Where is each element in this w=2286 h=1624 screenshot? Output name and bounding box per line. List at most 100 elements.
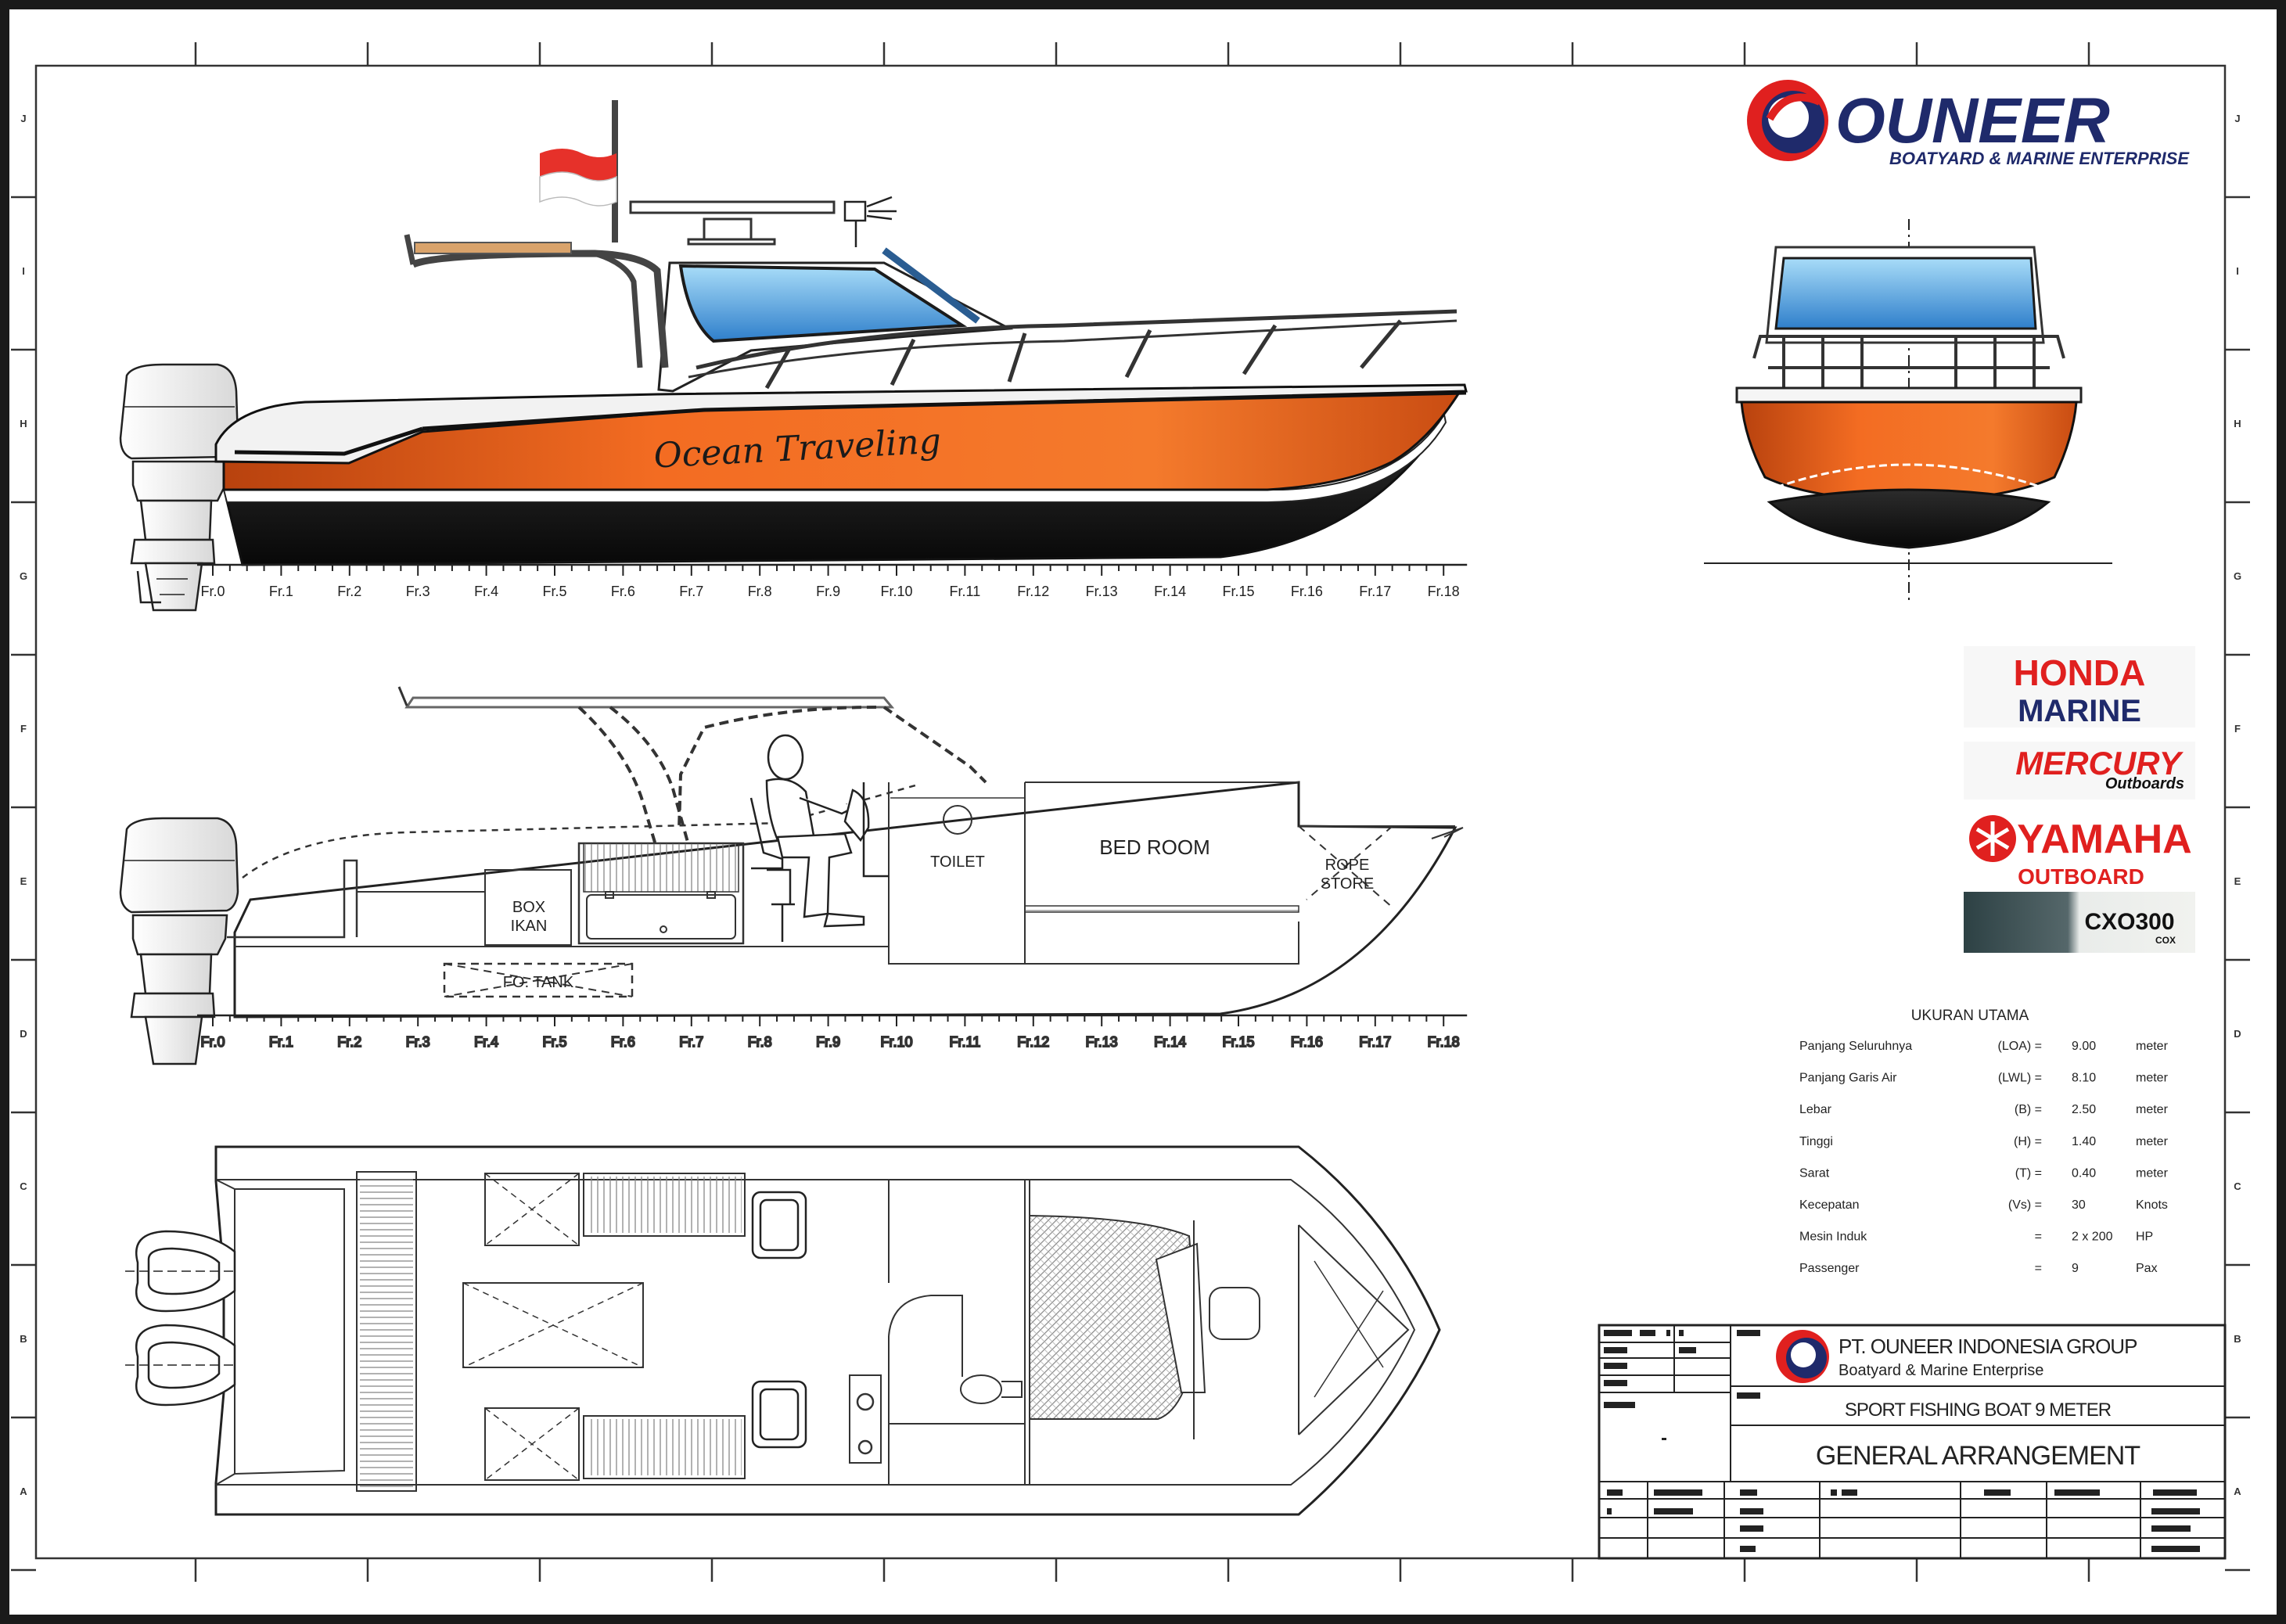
frame-label: Fr.5 [542,1034,566,1050]
mercury-sub-text: Outboards [2105,775,2184,792]
frame-label: Fr.1 [269,1034,293,1050]
spec-label: Mesin Induk [1799,1231,1867,1244]
border-row-letter: H [20,418,27,429]
searchlight [843,196,897,247]
front-hull-dark [1767,488,2051,549]
title-block-logo [1776,1330,1829,1383]
front-rail [1752,335,2065,388]
frame-label: Fr.4 [474,584,498,599]
spec-label: Panjang Seluruhnya [1799,1040,1912,1053]
border-row-letter: D [20,1028,27,1040]
label-rope-store-2: STORE [1321,875,1375,893]
frame-label: Fr.3 [406,584,430,599]
frame-label: Fr.15 [1222,584,1254,599]
border-row-letter: D [2234,1028,2241,1040]
border-row-letter: F [2234,723,2241,735]
spec-label: Sarat [1799,1166,1830,1180]
inboard-hull-outline [233,781,1458,1019]
border-row-letter: E [2234,875,2241,887]
yamaha-logo-text: YAMAHA [2017,817,2191,862]
frame-label: Fr.2 [337,584,361,599]
spec-value: 9.00 [2072,1040,2096,1053]
spec-code: (Vs) = [2008,1198,2042,1212]
plan-toilet-bowl [960,1374,1002,1404]
border-row-letter: F [20,723,27,735]
outboard-engine [119,363,239,612]
spec-unit: Knots [2136,1198,2168,1212]
spec-code: = [2035,1262,2042,1275]
spec-code: = [2035,1231,2042,1244]
ouneer-tagline: BOATYARD & MARINE ENTERPRISE [1889,149,2190,168]
border-row-letter: C [2234,1180,2241,1192]
boot-stripe [222,412,1447,503]
label-rope-store: ROPE [1325,857,1370,874]
outboard-engine-inboard [119,817,239,1065]
frame-label: Fr.6 [611,1034,635,1050]
frame-label: Fr.16 [1291,1034,1323,1050]
frame-label: Fr.11 [950,584,981,599]
specs-title: UKURAN UTAMA [1911,1008,2029,1024]
frame-label: Fr.0 [200,584,225,599]
border-row-letter: B [20,1333,27,1345]
spec-code: (LWL) = [1998,1072,2042,1085]
frame-label: Fr.14 [1154,584,1186,599]
border-row-letter: A [2234,1486,2241,1497]
frame-label: Fr.13 [1086,1034,1118,1050]
spec-unit: meter [2136,1103,2169,1116]
spec-row: Mesin Induk = 2 x 200 HP [1799,1231,2153,1244]
cox-banner [1964,892,2195,953]
spec-label: Tinggi [1799,1135,1833,1148]
title-company-sub: Boatyard & Marine Enterprise [1839,1362,2043,1379]
spec-value: 30 [2072,1198,2086,1212]
border-row-letter: J [2234,113,2240,124]
helmsman-figure [749,734,889,942]
cox-sub-text: COX [2155,935,2176,946]
frame-label: Fr.18 [1428,584,1460,599]
hull-side [222,385,1465,491]
t-top-canopy [414,242,572,254]
frame-label: Fr.10 [880,1034,912,1050]
engine-brand-logos: HONDA MARINE MERCURY Outboards YAMAHA OU… [1964,646,2195,953]
border-row-letter: I [2236,265,2239,277]
honda-marine-text: MARINE [2018,694,2141,728]
title-drawing: GENERAL ARRANGEMENT [1816,1441,2140,1471]
yamaha-sub-text: OUTBOARD [2018,864,2144,889]
front-hull-orange [1740,401,2078,502]
frame-label: Fr.6 [611,584,635,599]
frame-label: Fr.2 [337,1034,361,1050]
redacted-cells [1604,1330,2200,1552]
spec-label: Kecepatan [1799,1198,1860,1212]
frame-label: Fr.8 [748,584,772,599]
label-bed-room: BED ROOM [1099,835,1210,859]
spec-code: (B) = [2015,1103,2042,1116]
frame-label: Fr.7 [679,1034,703,1050]
frame-label: Fr.11 [950,1034,981,1050]
cox-logo-text: CXO300 [2084,909,2174,935]
frame-label: Fr.10 [880,584,912,599]
title-block: PT. OUNEER INDONESIA GROUP Boatyard & Ma… [1598,1324,2227,1560]
spec-value: 2 x 200 [2072,1231,2113,1244]
specs-table: UKURAN UTAMA Panjang Seluruhnya (LOA) = 9.… [1799,1008,2169,1275]
spec-value: 8.10 [2072,1072,2096,1085]
border-row-letter: J [20,113,26,124]
plan-seats [751,1191,807,1449]
spec-label: Lebar [1799,1103,1832,1116]
frame-label: Fr.7 [679,584,703,599]
spec-code: (LOA) = [1998,1040,2042,1053]
frame-label: Fr.12 [1017,1034,1049,1050]
spec-unit: HP [2136,1231,2153,1244]
title-project: SPORT FISHING BOAT 9 METER [1845,1399,2112,1421]
spec-unit: Pax [2136,1262,2158,1275]
spec-code: (T) = [2015,1166,2042,1180]
frame-label: Fr.16 [1291,584,1323,599]
plan-engines [125,1230,236,1407]
front-view [1704,219,2112,602]
